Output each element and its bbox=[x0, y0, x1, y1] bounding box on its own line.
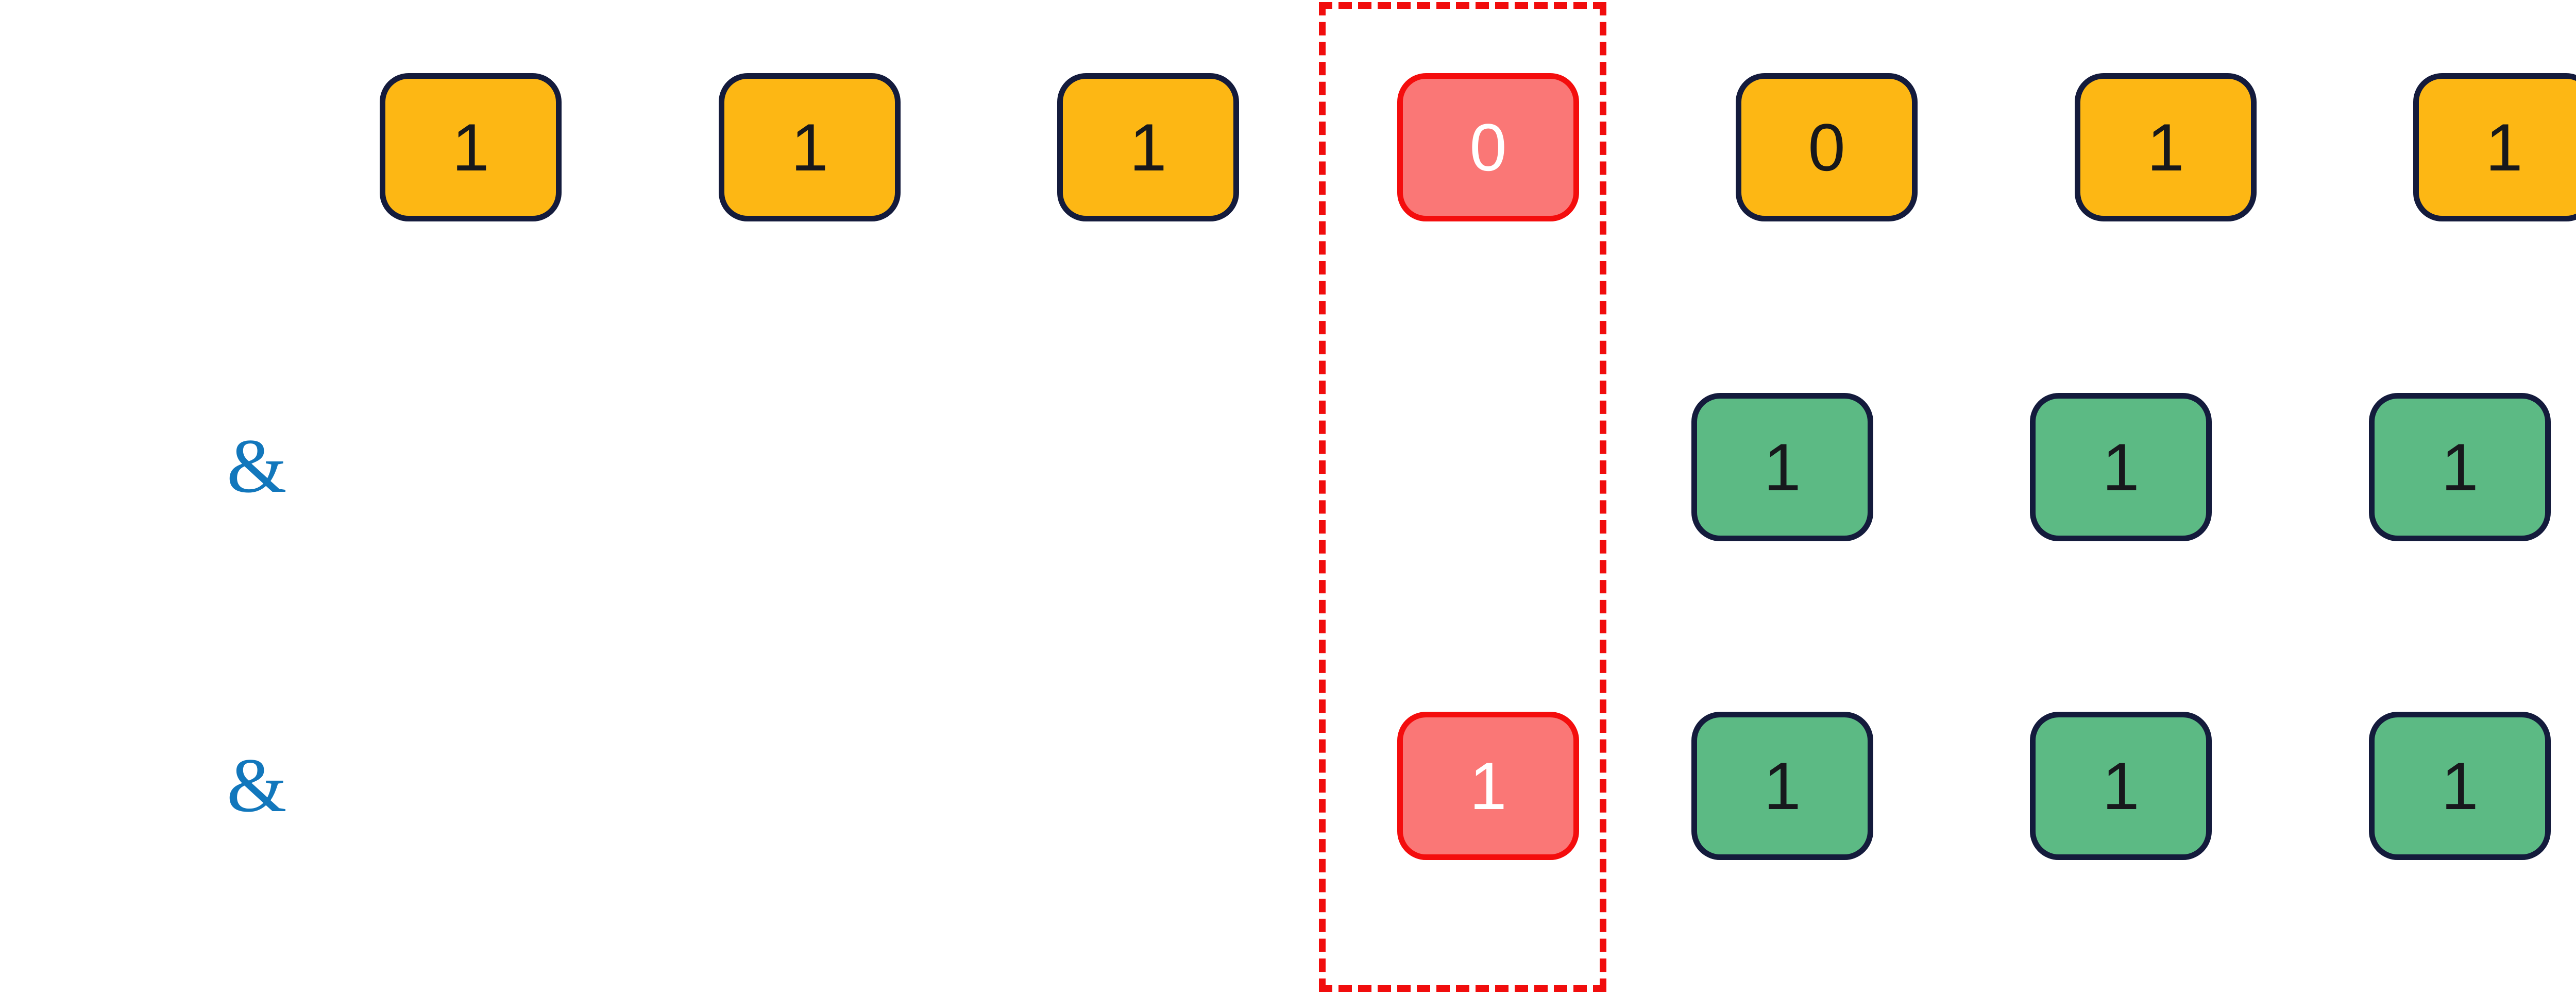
cell-value: 1 bbox=[1764, 748, 1801, 823]
cell-row1-col0: 1 bbox=[380, 73, 562, 221]
cell-value: 1 bbox=[2147, 110, 2184, 185]
cell-value: 1 bbox=[2485, 110, 2523, 185]
cell-value: 1 bbox=[1469, 748, 1507, 823]
cell-value: 1 bbox=[2102, 430, 2140, 505]
cell-value: 1 bbox=[2441, 430, 2479, 505]
operator-and-row3: & bbox=[227, 743, 287, 828]
cell-value: 1 bbox=[2441, 748, 2479, 823]
cell-value: 0 bbox=[1469, 110, 1507, 185]
cell-row3-col3-highlighted: 1 bbox=[1397, 712, 1579, 860]
cell-row1-col2: 1 bbox=[1057, 73, 1239, 221]
cell-row2-col4: 1 bbox=[1691, 393, 1873, 541]
cell-value: 1 bbox=[2102, 748, 2140, 823]
cell-value: 1 bbox=[791, 110, 828, 185]
cell-row3-col6: 1 bbox=[2369, 712, 2551, 860]
cell-row1-col3-highlighted: 0 bbox=[1397, 73, 1579, 221]
cell-row2-col5: 1 bbox=[2030, 393, 2212, 541]
cell-value: 1 bbox=[1764, 430, 1801, 505]
cell-value: 1 bbox=[452, 110, 489, 185]
cell-row1-col6: 1 bbox=[2413, 73, 2576, 221]
cell-value: 1 bbox=[1129, 110, 1167, 185]
cell-row2-col6: 1 bbox=[2369, 393, 2551, 541]
cell-row1-col5: 1 bbox=[2075, 73, 2257, 221]
cell-row1-col4: 0 bbox=[1736, 73, 1918, 221]
operator-and-row2: & bbox=[227, 423, 287, 509]
cell-row3-col4: 1 bbox=[1691, 712, 1873, 860]
cell-row1-col1: 1 bbox=[719, 73, 901, 221]
cell-value: 0 bbox=[1808, 110, 1845, 185]
cell-row3-col5: 1 bbox=[2030, 712, 2212, 860]
